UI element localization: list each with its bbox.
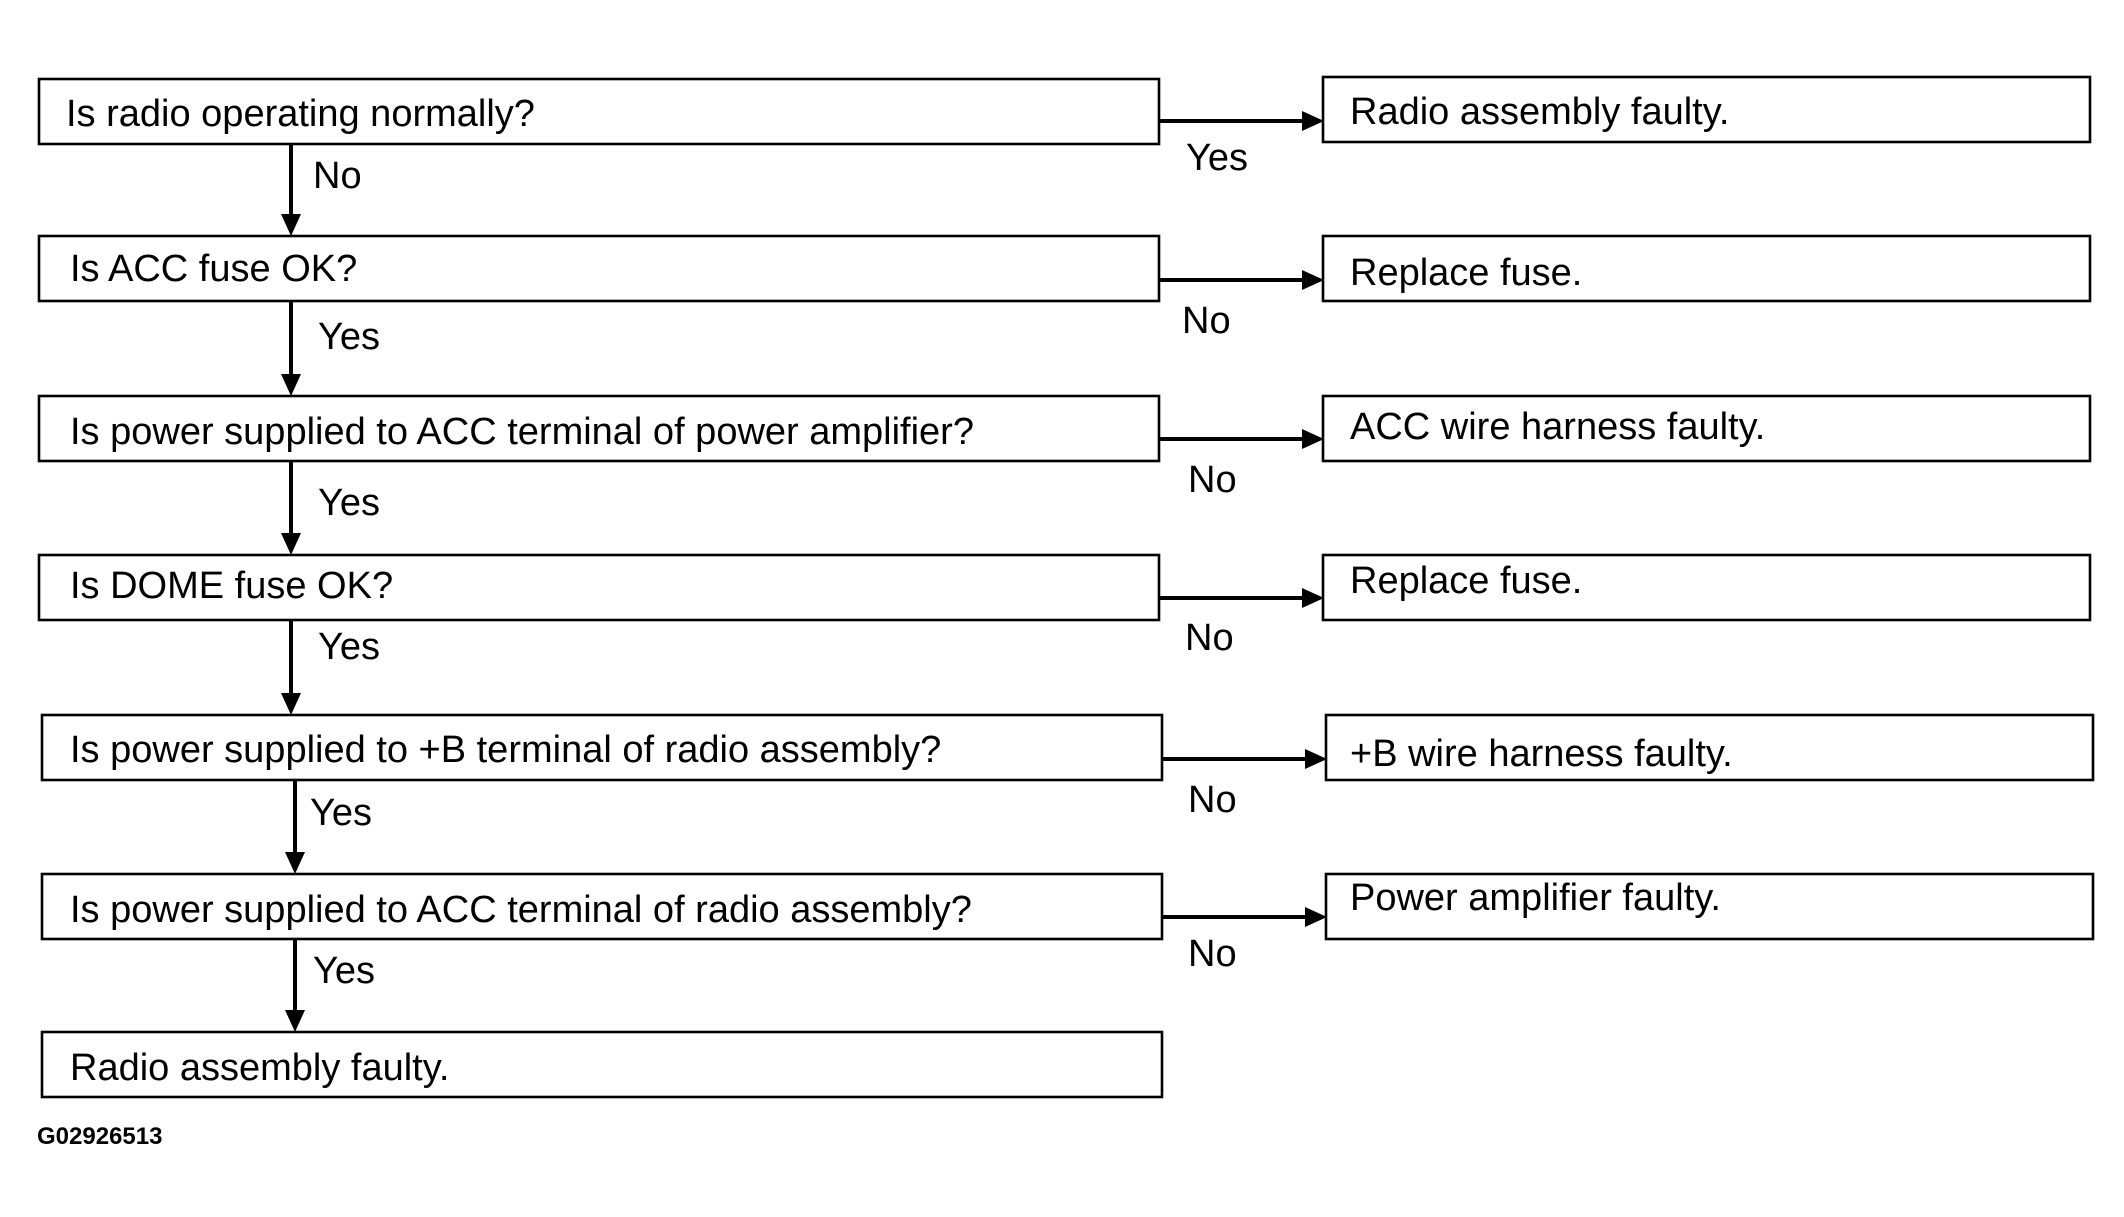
arrow-head (285, 852, 305, 874)
outcome-text: +B wire harness faulty. (1350, 733, 1733, 775)
branch-label: Yes (1186, 137, 1248, 179)
question-text: Is DOME fuse OK? (70, 565, 393, 607)
result-text: Radio assembly faulty. (70, 1047, 449, 1089)
question-text: Is power supplied to ACC terminal of pow… (70, 411, 974, 453)
outcome-box-b-wire-harness-faulty (1324, 713, 2095, 782)
branch-label: No (1188, 459, 1237, 501)
question-text: Is power supplied to ACC terminal of rad… (70, 889, 972, 931)
branch-label: Yes (318, 482, 380, 524)
branch-label: Yes (318, 316, 380, 358)
arrow-head (281, 533, 301, 555)
arrow-head (281, 374, 301, 396)
branch-label: Yes (310, 792, 372, 834)
outcome-box-replace-fuse (1321, 234, 2092, 303)
arrow-head (1305, 749, 1327, 769)
figure-code: G02926513 (37, 1123, 162, 1150)
arrow-head (1302, 429, 1324, 449)
result-box-radio-assembly-faulty (40, 1030, 1164, 1099)
outcome-box-replace-fuse (1321, 553, 2092, 622)
question-box-acc-terminal-power-amplifier (37, 394, 1161, 463)
outcome-text: Power amplifier faulty. (1350, 877, 1721, 919)
question-box-acc-terminal-radio-assembly (40, 872, 1164, 941)
branch-label: Yes (313, 950, 375, 992)
outcome-box-power-amplifier-faulty (1324, 872, 2095, 941)
branch-label: No (313, 155, 362, 197)
outcome-text: Replace fuse. (1350, 560, 1582, 602)
outcome-box-acc-wire-harness-faulty (1321, 394, 2092, 463)
outcome-box-radio-assembly-faulty (1321, 75, 2092, 144)
question-box-b-terminal-radio-assembly (40, 713, 1164, 782)
outcome-text: ACC wire harness faulty. (1350, 406, 1765, 448)
question-text: Is power supplied to +B terminal of radi… (70, 729, 941, 771)
arrow-head (1302, 588, 1324, 608)
branch-label: No (1185, 617, 1234, 659)
arrow-head (281, 693, 301, 715)
arrow-head (281, 214, 301, 236)
question-text: Is ACC fuse OK? (70, 248, 357, 290)
branch-label: No (1188, 779, 1237, 821)
arrow-head (1305, 907, 1327, 927)
branch-label: No (1188, 933, 1237, 975)
question-text: Is radio operating normally? (66, 93, 535, 135)
question-box-dome-fuse (37, 553, 1161, 622)
question-box-radio-operating (37, 77, 1161, 146)
branch-label: Yes (318, 626, 380, 668)
outcome-text: Replace fuse. (1350, 252, 1582, 294)
branch-label: No (1182, 300, 1231, 342)
outcome-text: Radio assembly faulty. (1350, 91, 1729, 133)
arrow-head (1302, 111, 1324, 131)
arrow-head (1302, 270, 1324, 290)
question-box-acc-fuse (37, 234, 1161, 303)
arrow-head (285, 1010, 305, 1032)
